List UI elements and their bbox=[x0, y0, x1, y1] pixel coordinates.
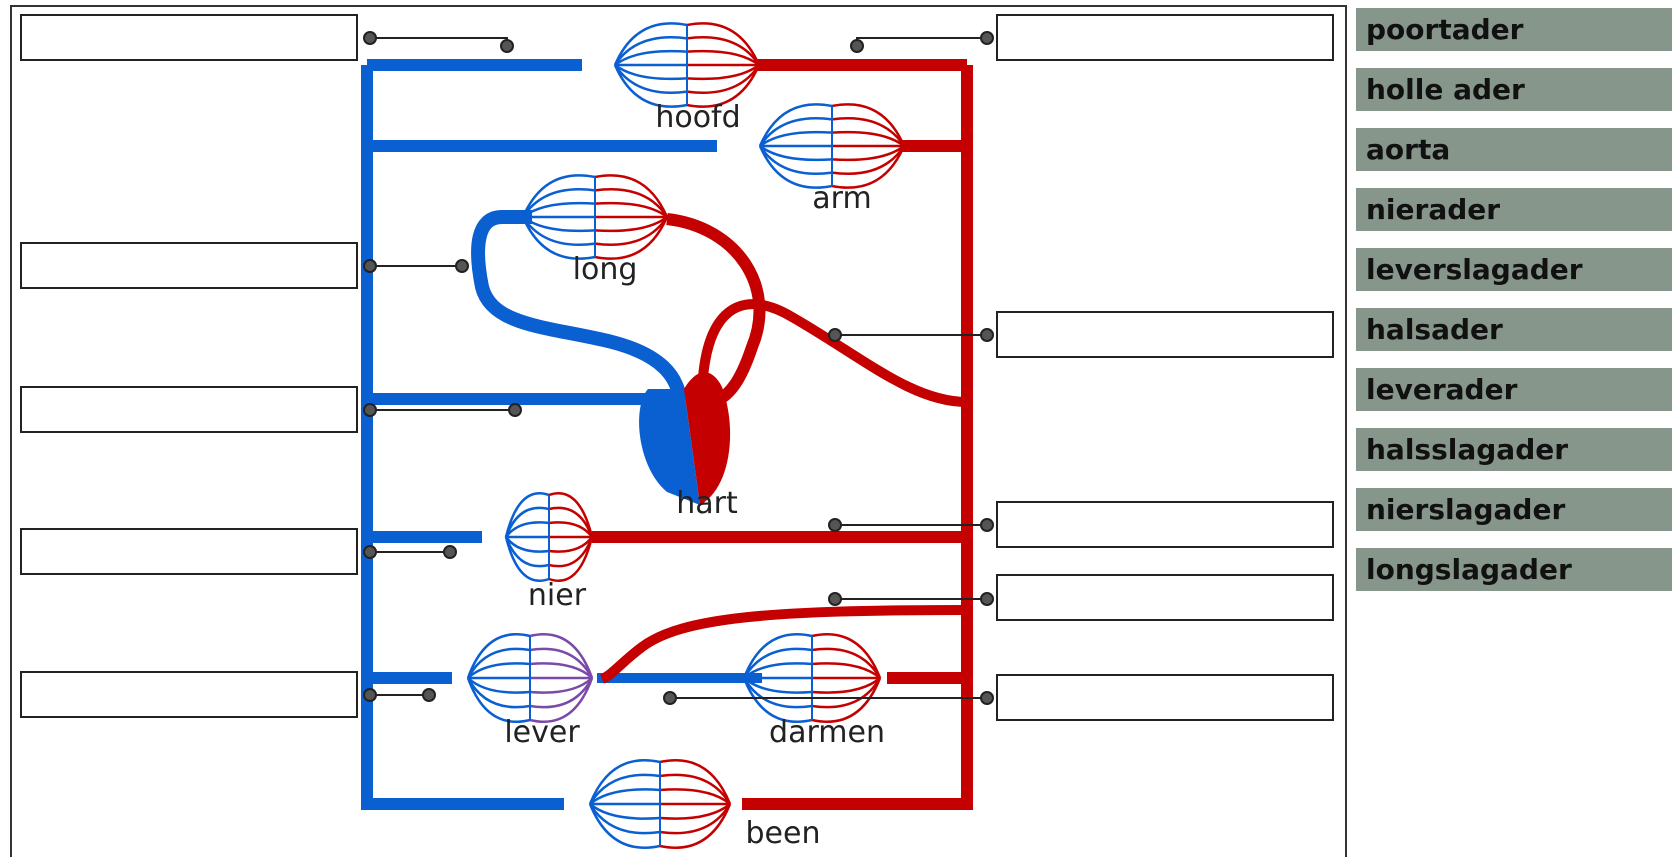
word-tile-longslagader[interactable]: longslagader bbox=[1356, 548, 1672, 591]
word-tile-leverader[interactable]: leverader bbox=[1356, 368, 1672, 411]
leader-right-1 bbox=[856, 37, 987, 46]
drop-target-right-5[interactable] bbox=[996, 674, 1334, 721]
heart bbox=[639, 372, 731, 505]
artery-trunk bbox=[742, 65, 973, 810]
capillary-bed-lever bbox=[466, 633, 594, 723]
label-long: long bbox=[573, 252, 638, 287]
word-tile-halsslagader[interactable]: halsslagader bbox=[1356, 428, 1672, 471]
capillary-bed-been bbox=[588, 759, 732, 849]
drop-target-right-2[interactable] bbox=[996, 311, 1334, 358]
vessels bbox=[361, 59, 973, 810]
hepatic-artery bbox=[599, 605, 968, 684]
label-hart: hart bbox=[676, 486, 738, 521]
pulmonary-vein-loop bbox=[471, 210, 687, 401]
capillary-bed-arm bbox=[758, 103, 906, 189]
capillary-bed-nier bbox=[504, 492, 594, 582]
circulation-diagram: hoofd arm long hart nier lever darmen be… bbox=[361, 22, 994, 851]
vein-trunk bbox=[361, 65, 564, 810]
label-arm: arm bbox=[812, 181, 871, 216]
word-tile-nierslagader[interactable]: nierslagader bbox=[1356, 488, 1672, 531]
label-hoofd: hoofd bbox=[655, 100, 740, 135]
drop-target-right-3[interactable] bbox=[996, 501, 1334, 548]
drop-target-left-5[interactable] bbox=[20, 671, 358, 718]
label-nier: nier bbox=[528, 578, 587, 613]
capillary-bed-hoofd bbox=[613, 22, 761, 108]
word-tile-leverslagader[interactable]: leverslagader bbox=[1356, 248, 1672, 291]
aorta-arch bbox=[697, 299, 968, 407]
diagram-area: hoofd arm long hart nier lever darmen be… bbox=[10, 5, 1347, 857]
capillary-bed-long bbox=[521, 174, 669, 260]
drop-target-left-4[interactable] bbox=[20, 528, 358, 575]
drop-target-right-1[interactable] bbox=[996, 14, 1334, 61]
leader-left-1 bbox=[370, 37, 508, 46]
drop-target-left-1[interactable] bbox=[20, 14, 358, 61]
capillary-bed-darmen bbox=[742, 633, 882, 723]
capillary-beds bbox=[466, 22, 906, 849]
label-lever: lever bbox=[504, 715, 580, 750]
label-darmen: darmen bbox=[769, 715, 885, 750]
label-been: been bbox=[746, 816, 821, 851]
drop-target-left-2[interactable] bbox=[20, 242, 358, 289]
organ-labels: hoofd arm long hart nier lever darmen be… bbox=[504, 100, 885, 851]
word-tile-holle-ader[interactable]: holle ader bbox=[1356, 68, 1672, 111]
word-tile-aorta[interactable]: aorta bbox=[1356, 128, 1672, 171]
drop-target-left-3[interactable] bbox=[20, 386, 358, 433]
word-tile-poortader[interactable]: poortader bbox=[1356, 8, 1672, 51]
pulmonary-artery-loop bbox=[666, 213, 766, 405]
word-tile-nierader[interactable]: nierader bbox=[1356, 188, 1672, 231]
leader-lines bbox=[363, 31, 994, 705]
drop-target-right-4[interactable] bbox=[996, 574, 1334, 621]
word-tile-halsader[interactable]: halsader bbox=[1356, 308, 1672, 351]
